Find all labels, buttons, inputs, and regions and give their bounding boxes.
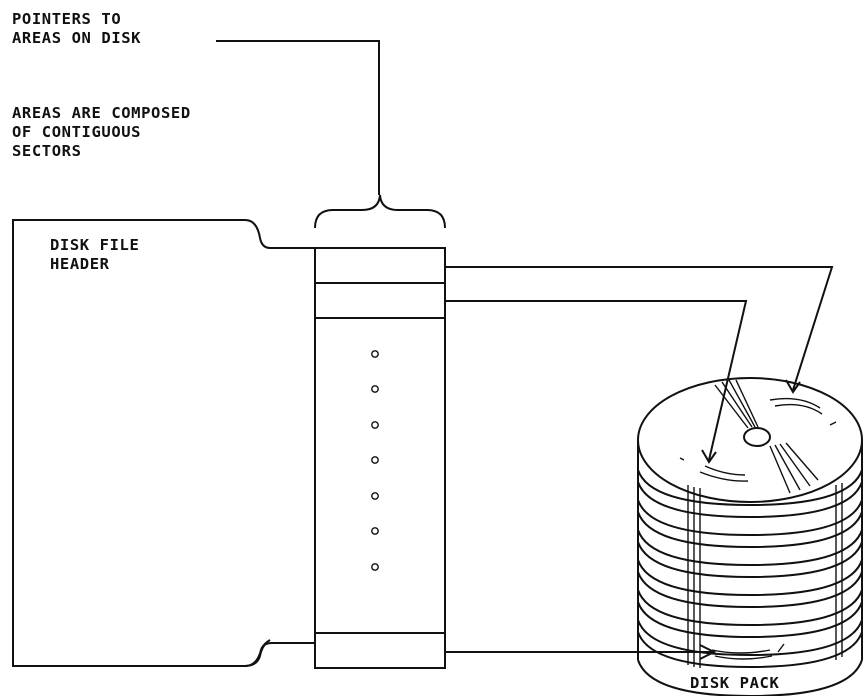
pointer-brace [314, 194, 446, 229]
pointer-arrows [445, 266, 834, 660]
header-bottom-edge [13, 642, 315, 667]
areas-label: AREAS ARE COMPOSED OF CONTIGUOUS SECTORS [12, 104, 191, 160]
header-outline [12, 219, 315, 667]
pointers-leader-line [216, 40, 380, 195]
disk-pack [637, 377, 863, 696]
disk-pack-label: DISK PACK [690, 674, 780, 692]
pointers-label: POINTERS TO AREAS ON DISK [12, 10, 142, 47]
pointer-column [314, 247, 446, 669]
ellipsis-dots [371, 350, 379, 571]
header-label: DISK FILE HEADER [50, 236, 140, 273]
